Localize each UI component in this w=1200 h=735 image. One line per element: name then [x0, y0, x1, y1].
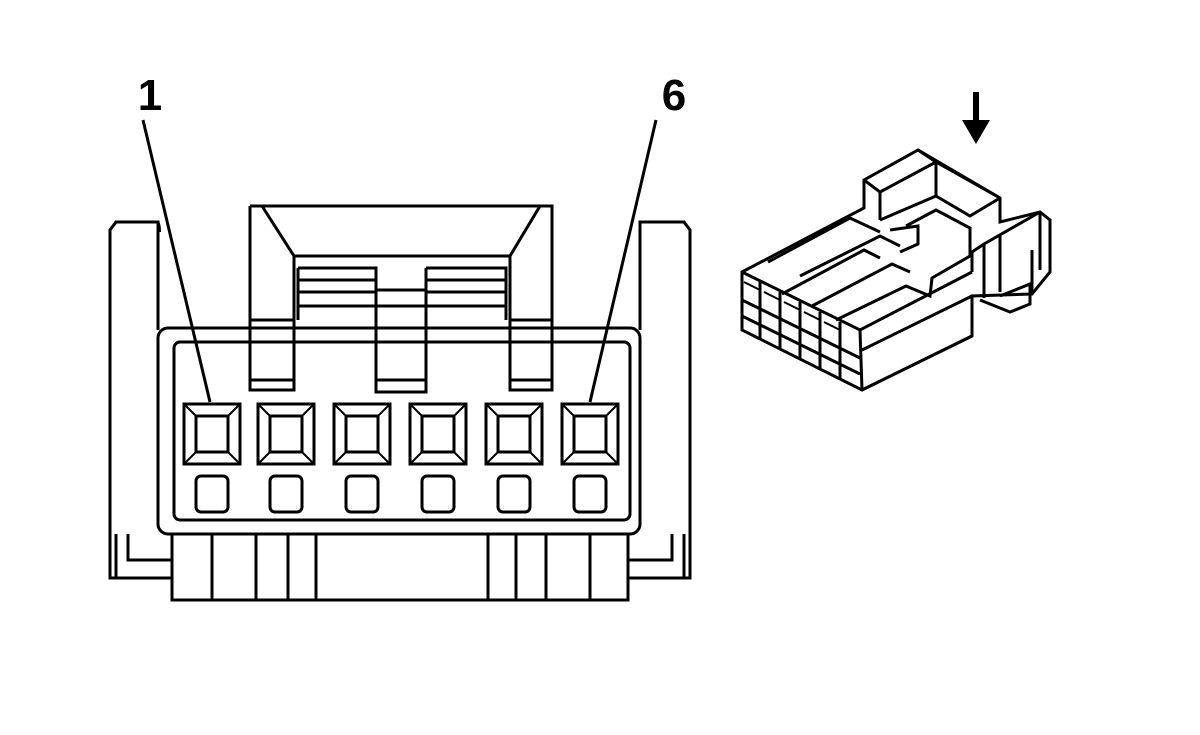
pin-terminals	[182, 402, 620, 466]
insertion-direction-arrow-icon	[962, 92, 990, 144]
housing-outer	[156, 326, 642, 536]
left-side-latch	[108, 220, 172, 580]
bottom-flange	[114, 534, 686, 578]
lance-holes	[194, 474, 608, 514]
connector-isometric-icon	[740, 92, 1052, 392]
pin-4-terminal	[408, 402, 468, 466]
top-lock-tab	[248, 204, 554, 394]
pin-2-terminal	[256, 402, 316, 466]
pin-6-label: 6	[662, 71, 686, 120]
pin-6-leader	[588, 119, 658, 403]
pin-1-terminal	[182, 402, 242, 466]
pin-5-terminal	[484, 402, 544, 466]
housing-inner	[172, 340, 632, 522]
pin-1-leader	[141, 119, 212, 403]
pin-1-label: 1	[138, 71, 162, 120]
pin-3-terminal	[332, 402, 392, 466]
connector-front-view: 1 6	[108, 71, 692, 602]
bottom-rail	[170, 534, 630, 602]
pin-6-terminal	[560, 402, 620, 466]
right-side-latch	[628, 220, 692, 580]
